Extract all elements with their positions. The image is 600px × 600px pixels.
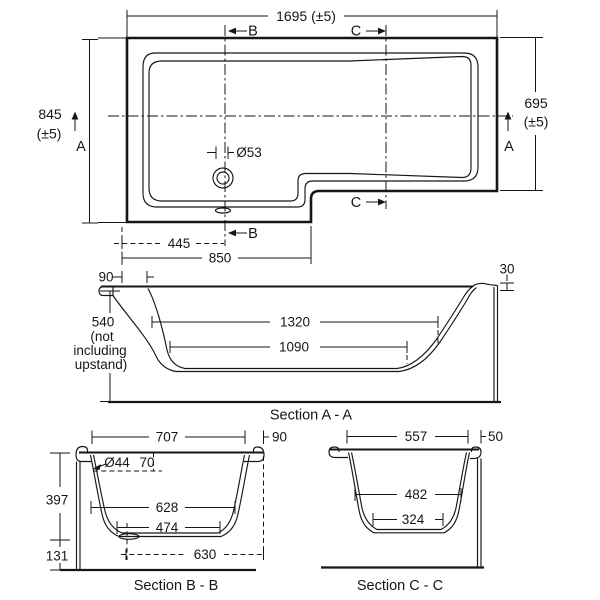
aa-depth-note-3: upstand) — [75, 357, 128, 372]
marker-a-right-label: A — [504, 139, 514, 155]
cc-rim-label: 50 — [488, 429, 503, 444]
cc-width-dim-line — [346, 430, 469, 444]
aa-crest-line — [471, 282, 498, 287]
plan-outline — [125, 36, 499, 224]
bb-waste-outlet — [118, 533, 140, 540]
drain-dia-ticks — [207, 146, 234, 159]
bb-inner-top-label: 628 — [156, 500, 179, 515]
bb-base-dim-ticks — [125, 549, 264, 560]
aa-shell-outer — [112, 287, 477, 373]
aa-end-panel — [493, 285, 499, 401]
bb-rim-label: 90 — [272, 430, 287, 445]
marker-a-left-label: A — [76, 139, 86, 155]
aa-depth-dim-line — [100, 290, 120, 402]
marker-b-bottom-label: B — [248, 226, 258, 242]
bb-overflow-arrowhead — [92, 464, 101, 470]
bb-width-label: 707 — [156, 430, 179, 445]
cc-inner-bottom-dim-line — [372, 513, 444, 526]
aa-floor-top-dim-line — [151, 316, 439, 328]
aa-rim30-ticks — [500, 274, 514, 291]
length-dim-line — [126, 10, 498, 37]
aa-rim30-label: 30 — [499, 262, 514, 277]
bb-plinth-dim-line — [50, 540, 70, 571]
cc-width-label: 557 — [405, 429, 428, 444]
width-right-label: 695 — [524, 95, 548, 111]
drain-outer-circle — [212, 167, 234, 189]
marker-c-top-arrowhead — [378, 27, 386, 35]
plan-view: Ø53 1695 (±5) 845 (±5) 695 (±5) 445 850 … — [37, 8, 549, 266]
section-aa: 90 540 (not including upstand) 1320 1090… — [73, 262, 514, 424]
bb-front-panel — [75, 461, 81, 569]
bb-title: Section B - B — [134, 578, 219, 594]
plan-rim-inner-edge — [148, 55, 472, 202]
cc-inner-top-dim-line — [354, 488, 462, 501]
bb-inner-bottom-dim-line — [116, 521, 221, 534]
cc-right-rolled-edge — [470, 446, 482, 460]
marker-a-right-arrowhead — [504, 111, 512, 120]
cc-left-rolled-edge — [328, 446, 348, 459]
bb-plinth-label: 131 — [46, 549, 69, 564]
bb-rim-dim-ticks — [263, 430, 269, 444]
cc-side-panel — [476, 458, 482, 567]
bb-inner-bottom-label: 474 — [156, 520, 179, 535]
marker-c-bottom-arrowhead — [378, 198, 386, 206]
width-right-tol-label: (±5) — [524, 113, 549, 129]
cc-inner-top-label: 482 — [405, 487, 428, 502]
bb-base-label: 630 — [194, 547, 217, 562]
marker-c-bottom-label: C — [351, 195, 361, 211]
section-cc: 557 50 482 324 Section C - C — [321, 429, 503, 594]
aa-floor-bottom-label: 1090 — [279, 340, 309, 355]
bb-overflow-depth-label: 70 — [139, 455, 154, 470]
step-dim-line — [121, 252, 312, 264]
width-right-dim-line — [500, 37, 543, 191]
cc-rim-dim-ticks — [480, 430, 486, 444]
marker-b-top-label: B — [248, 24, 258, 40]
aa-rim90-ticks — [113, 271, 154, 283]
length-dim-label: 1695 (±5) — [276, 8, 336, 24]
bb-depth-label: 397 — [46, 493, 69, 508]
section-bb: 707 90 Ø44 70 397 131 628 474 630 Sectio… — [46, 430, 287, 594]
marker-b-bottom-arrowhead — [228, 229, 236, 237]
step-dim-label: 850 — [209, 251, 232, 266]
cc-shell-inner — [350, 452, 468, 531]
bb-overflow-dia-label: Ø44 — [104, 455, 130, 470]
cc-inner-bottom-label: 324 — [402, 512, 425, 527]
aa-floor-bottom-dim-line — [169, 341, 408, 353]
bb-left-rolled-edge — [75, 445, 92, 463]
aa-floor-top-label: 1320 — [280, 315, 310, 330]
marker-b-top-arrowhead — [228, 27, 236, 35]
bb-width-dim-line — [91, 430, 246, 444]
marker-c-top-label: C — [351, 24, 361, 40]
width-left-label: 845 — [38, 106, 62, 122]
bb-right-rolled-edge — [244, 446, 265, 463]
aa-shell-inner — [147, 285, 475, 370]
marker-a-left-arrowhead — [71, 111, 79, 120]
aa-depth-note-2: including — [73, 343, 126, 358]
drain-inner-circle — [216, 171, 230, 185]
cc-title: Section C - C — [357, 578, 443, 594]
aa-depth-note-1: (not — [90, 329, 114, 344]
aa-depth-label: 540 — [92, 315, 115, 330]
width-left-tol-label: (±5) — [37, 125, 62, 141]
bb-shell-outer — [89, 454, 251, 538]
aa-title: Section A - A — [270, 408, 353, 424]
drain-dia-label: Ø53 — [236, 145, 262, 160]
drain-offset-label: 445 — [168, 236, 191, 251]
aa-rim90-label: 90 — [98, 270, 113, 285]
overflow-mark — [214, 207, 232, 214]
plan-rim-outer-edge — [142, 52, 479, 208]
bb-shell-inner — [92, 454, 246, 534]
width-left-dim-line — [82, 37, 126, 224]
bb-inner-top-dim-line — [90, 501, 236, 514]
